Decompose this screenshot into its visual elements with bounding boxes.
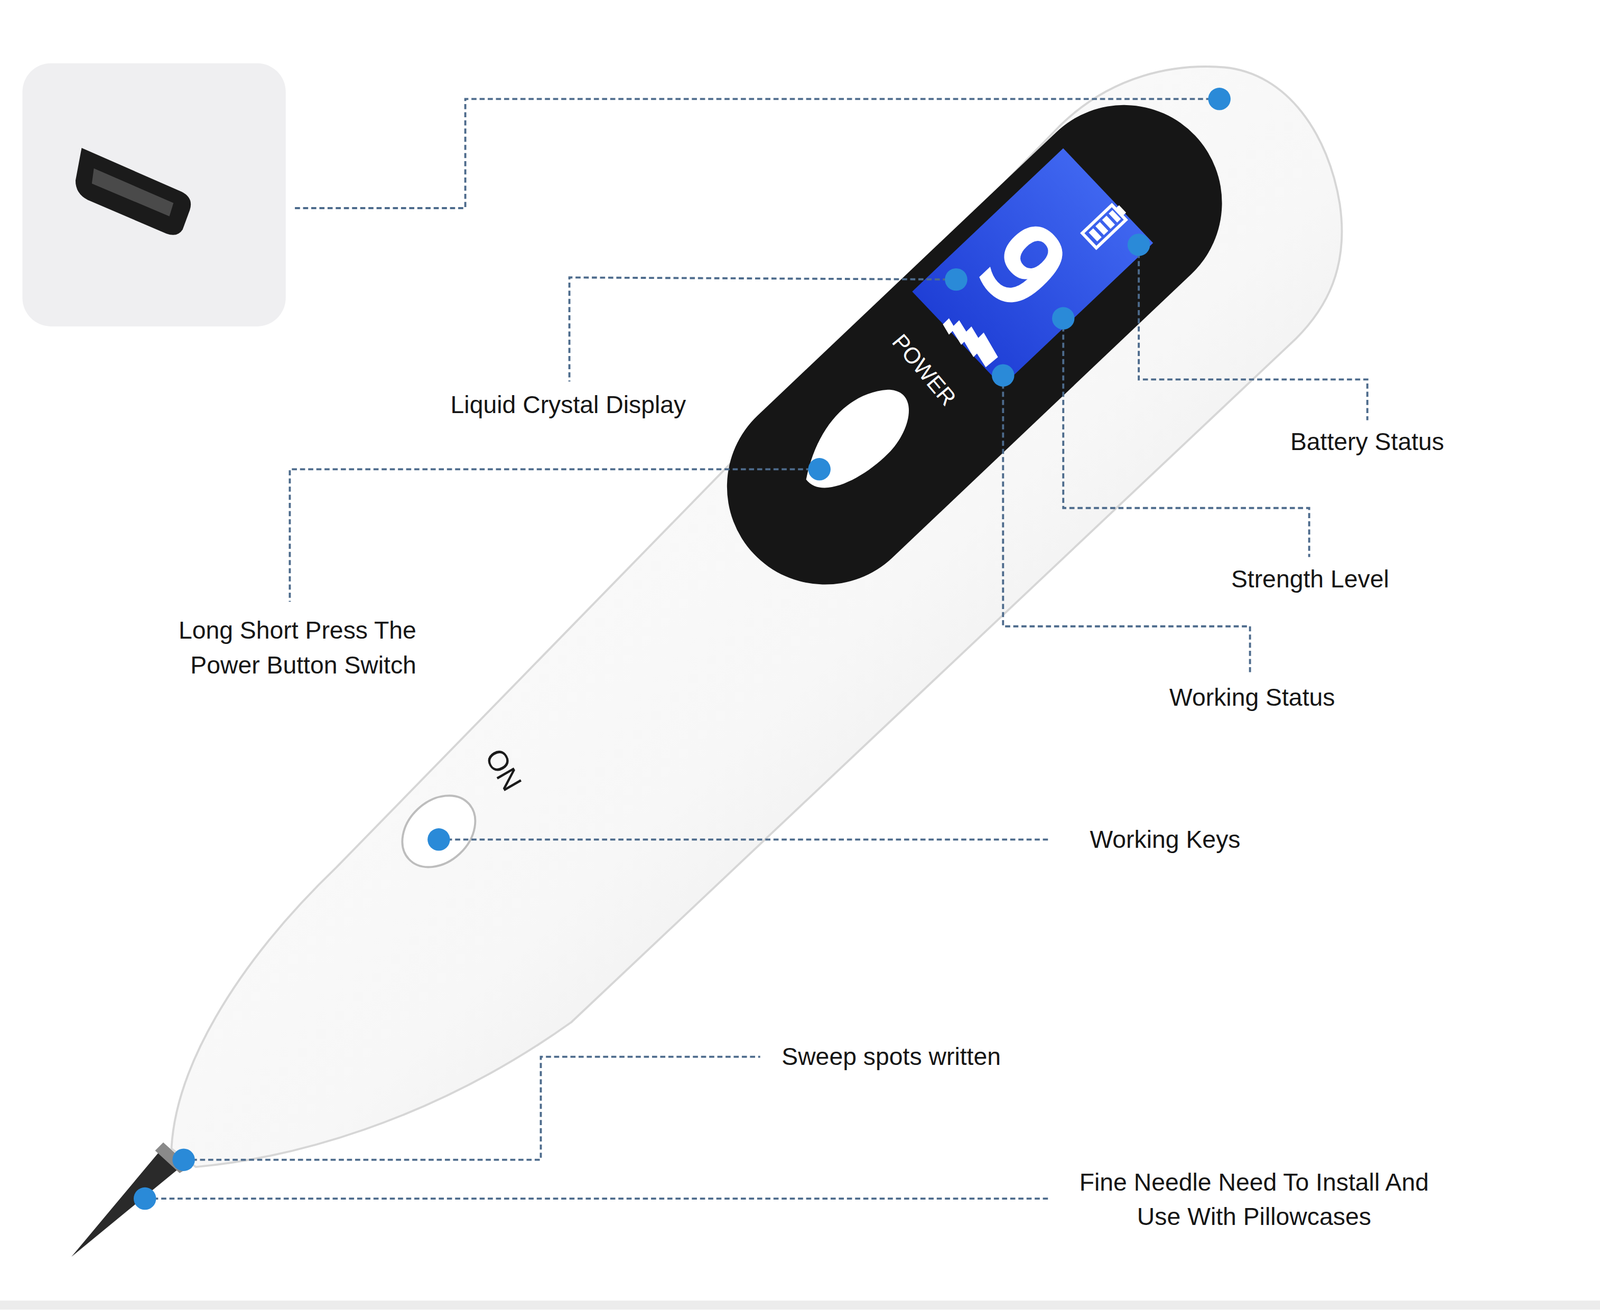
panel-shape	[686, 64, 1263, 626]
lcd-screen	[912, 148, 1153, 387]
callout-label: Battery Status	[1290, 424, 1445, 460]
leader-sweep	[183, 1057, 761, 1161]
callout-label: Liquid Crystal Display	[450, 387, 687, 423]
leader-battery	[1138, 244, 1368, 421]
on-button	[387, 781, 490, 882]
callout-label: Long Short Press The Power Button Switch	[138, 613, 417, 684]
strength-bars	[942, 318, 998, 368]
leader-needle	[144, 1197, 1051, 1200]
callout-dots	[133, 87, 1231, 1211]
usb-port	[75, 147, 191, 236]
leader-usb	[293, 98, 1220, 209]
lcd-shape	[912, 148, 1153, 387]
callout-label: Strength Level	[1231, 562, 1390, 598]
usb-port-inner	[91, 168, 174, 217]
callout-label: Fine Needle Need To Install And Use With…	[1077, 1165, 1430, 1235]
leader-lcd	[569, 277, 957, 382]
leader-strength	[1063, 318, 1309, 558]
callout-label: Working Keys	[1089, 822, 1241, 858]
battery-icon	[1082, 201, 1130, 248]
leader-working-status	[1002, 375, 1250, 676]
power-button	[806, 389, 909, 489]
callout-label: Working Status	[1169, 680, 1335, 716]
display-panel	[686, 64, 1263, 626]
leader-keys	[438, 838, 1051, 841]
leader-lines	[144, 98, 1367, 1199]
inset-box	[22, 63, 286, 327]
bottom-strip	[0, 1300, 1600, 1310]
callout-label: Sweep spots written	[781, 1039, 1001, 1075]
leader-power	[289, 469, 820, 602]
